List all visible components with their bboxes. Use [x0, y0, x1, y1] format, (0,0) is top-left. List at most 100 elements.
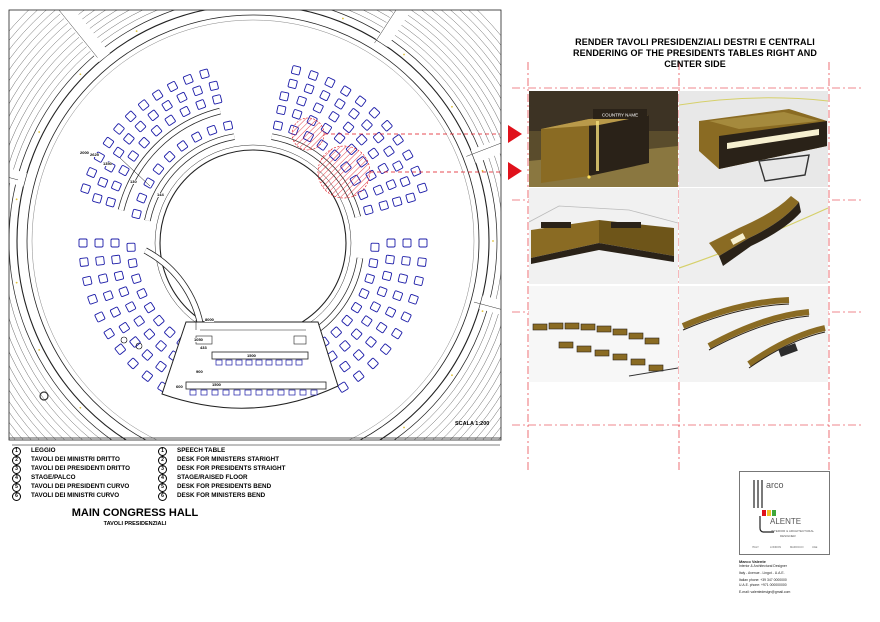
seat	[386, 238, 396, 248]
aisle-gap	[479, 295, 501, 315]
legend-it-label: TAVOLI DEI PRESIDENTI CURVO	[31, 483, 130, 491]
legend-en-item: 5 DESK FOR PRESIDENTS BEND	[158, 483, 285, 492]
highlight-circle	[317, 145, 371, 199]
dimension-label: 2625	[90, 152, 99, 157]
aisle-edge	[473, 301, 501, 310]
seat	[152, 89, 164, 101]
logo-footer-2: LONDON	[770, 545, 781, 549]
legend-it-number: 2	[12, 456, 21, 465]
seat	[164, 114, 176, 126]
seat	[417, 182, 428, 194]
wall-marker	[342, 463, 344, 465]
seat	[86, 167, 98, 178]
stage-seat	[200, 389, 208, 396]
seat	[364, 273, 375, 284]
wall-marker	[15, 281, 18, 284]
legend-it-label: TAVOLI DEI MINISTRI CURVO	[31, 492, 120, 500]
stage-seat	[225, 359, 233, 366]
hall-title: MAIN CONGRESS HALL	[71, 507, 199, 519]
seat	[408, 294, 419, 305]
legend-marker	[135, 342, 143, 350]
seat	[410, 165, 422, 177]
seat	[147, 109, 159, 121]
designer-logo-card: arco ALENTE INTERIOR & ARCHITECTURAL DES…	[739, 471, 830, 555]
seat	[109, 306, 121, 318]
stage-seat	[255, 389, 263, 396]
aisle-gap	[56, 10, 110, 62]
render-title-line1: RENDER TAVOLI PRESIDENZIALI DESTRI E CEN…	[575, 37, 815, 47]
logo-footer-1: ITALY	[752, 545, 759, 549]
seat	[397, 273, 408, 284]
seat	[212, 94, 223, 105]
seat	[133, 315, 145, 327]
seat	[418, 238, 428, 248]
seat	[118, 322, 130, 334]
seat	[114, 343, 126, 355]
seat	[381, 270, 393, 281]
legend-en-number: 2	[158, 456, 167, 465]
seat	[103, 328, 115, 340]
stage-desk	[185, 381, 327, 390]
stage-seat	[275, 359, 283, 366]
render-grid: COUNTRY NAME	[529, 91, 829, 382]
stage-seat	[288, 389, 296, 396]
seat	[353, 370, 365, 382]
seat	[392, 134, 404, 146]
stage-seat	[215, 359, 223, 366]
seat	[324, 77, 336, 88]
seat	[279, 91, 290, 102]
seat	[152, 163, 165, 175]
seat	[129, 336, 141, 348]
legend-en-number: 5	[158, 483, 167, 492]
wall-marker	[79, 73, 82, 76]
dimension-label: 1350	[103, 161, 112, 166]
contact-role: Interior & Architectural Designer	[739, 564, 787, 568]
seat	[127, 150, 139, 162]
seat	[176, 140, 189, 152]
seat	[378, 200, 389, 211]
seat	[405, 192, 416, 203]
seat	[123, 133, 135, 145]
seat	[92, 193, 103, 204]
seat	[287, 78, 298, 89]
designer-contact: Marco Valente Interior & Architectural D…	[739, 559, 849, 595]
seat	[127, 258, 138, 269]
legend-it-number: 6	[12, 492, 21, 501]
stage-seat	[244, 389, 252, 396]
seat	[392, 290, 403, 301]
seat	[296, 95, 307, 107]
legend-it-label: STAGE/PALCO	[31, 474, 76, 482]
wall-marker	[38, 131, 41, 133]
seat	[127, 357, 139, 370]
seat	[125, 301, 137, 313]
seat	[363, 204, 374, 216]
seat	[113, 123, 125, 135]
legend-en-label: DESK FOR PRESIDENTS BEND	[177, 483, 272, 491]
seat	[369, 301, 381, 313]
seat	[372, 184, 384, 196]
seat	[319, 90, 331, 101]
seat	[413, 275, 424, 286]
render-title: RENDER TAVOLI PRESIDENZIALI DESTRI E CEN…	[540, 37, 850, 70]
seat	[365, 336, 377, 348]
seat	[125, 110, 137, 123]
aisle-edge	[466, 142, 501, 157]
aisle-gap	[9, 168, 27, 187]
wall-marker	[135, 30, 138, 32]
seat	[391, 328, 403, 340]
stage-seat	[233, 389, 241, 396]
hall-subtitle: TAVOLI PRESIDENZIALI	[103, 521, 167, 527]
seat	[191, 131, 203, 143]
legend-en-number: 4	[158, 474, 167, 483]
dimension-label: 144	[157, 192, 164, 197]
contact-address: Italy - Avenue - Lingot - U.A.E.	[739, 571, 785, 575]
outer-wall	[16, 10, 490, 440]
minister-desk-curve-top	[144, 134, 235, 222]
render-right-table-front: COUNTRY NAME	[529, 91, 678, 187]
legend-it-label: TAVOLI DEI PRESIDENTI DRITTO	[31, 465, 131, 473]
seat	[118, 286, 130, 297]
seat	[94, 238, 104, 248]
